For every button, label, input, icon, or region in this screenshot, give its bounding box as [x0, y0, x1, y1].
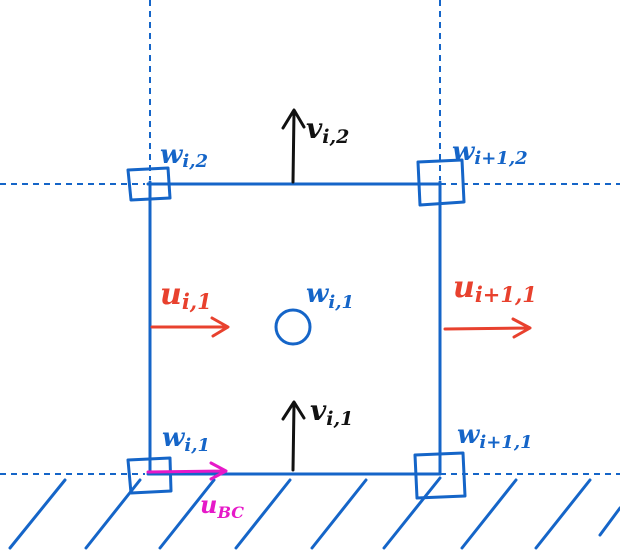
vorticity-square-top-left: [126, 166, 172, 202]
v-arrow-top: [281, 108, 306, 184]
u-arrow-right: [443, 317, 532, 339]
label-w-i1-2-sub: i+1,2: [474, 148, 527, 169]
label-w-i-1-main: w: [162, 423, 186, 453]
label-v-i-2-sub: i,2: [322, 126, 349, 148]
label-w-i-1-sub: i,1: [184, 435, 210, 456]
label-w-i-2: wi,2: [160, 140, 208, 172]
label-u-i1-1: ui+1,1: [453, 270, 537, 307]
label-w-i1-1-sub: i+1,1: [479, 432, 532, 453]
label-w-i1-2-main: w: [452, 137, 476, 167]
label-u-i-1-sub: i,1: [182, 289, 212, 314]
u-bc-arrow: [146, 461, 228, 481]
label-u-i1-1-main: u: [453, 270, 475, 305]
label-w-i1-1: wi+1,1: [457, 420, 533, 453]
vorticity-square-top-right: [416, 158, 466, 207]
label-w-i1-2: wi+1,2: [452, 137, 528, 169]
vorticity-square-bottom-right: [413, 451, 467, 500]
label-w-i1-1-main: w: [457, 420, 481, 450]
u-arrow-left: [150, 316, 230, 338]
label-v-i-2: vi,2: [306, 112, 349, 148]
vorticity-square-bottom-left: [126, 456, 173, 495]
vorticity-circle-center: [274, 308, 312, 346]
label-w-center-sub: i,1: [328, 292, 354, 313]
label-v-i-1-sub: i,1: [326, 408, 353, 430]
wall-hatching: [8, 476, 620, 550]
label-w-i-2-sub: i,2: [182, 151, 208, 172]
label-u-i1-1-sub: i+1,1: [475, 282, 537, 307]
label-u-i-1: ui,1: [160, 277, 212, 314]
label-u-bc-sub: BC: [216, 503, 244, 522]
label-w-i-1: wi,1: [162, 423, 210, 456]
vorticity-nodes: [126, 158, 467, 500]
label-u-bc: uBC: [200, 490, 244, 522]
v-arrow-bottom: [281, 400, 306, 472]
label-v-i-1: vi,1: [310, 394, 353, 430]
grid-cell: [146, 180, 442, 476]
v-velocity-arrows: [281, 108, 306, 472]
label-w-center-main: w: [306, 279, 330, 309]
label-u-i-1-main: u: [160, 277, 182, 312]
label-u-bc-main: u: [200, 490, 217, 519]
label-v-i-1-main: v: [310, 394, 327, 427]
label-w-i-2-main: w: [160, 140, 184, 170]
dashed-grid-lines: [0, 0, 620, 475]
label-v-i-2-main: v: [306, 112, 323, 145]
label-w-center: wi,1: [306, 279, 354, 313]
u-velocity-arrows: [150, 316, 532, 339]
